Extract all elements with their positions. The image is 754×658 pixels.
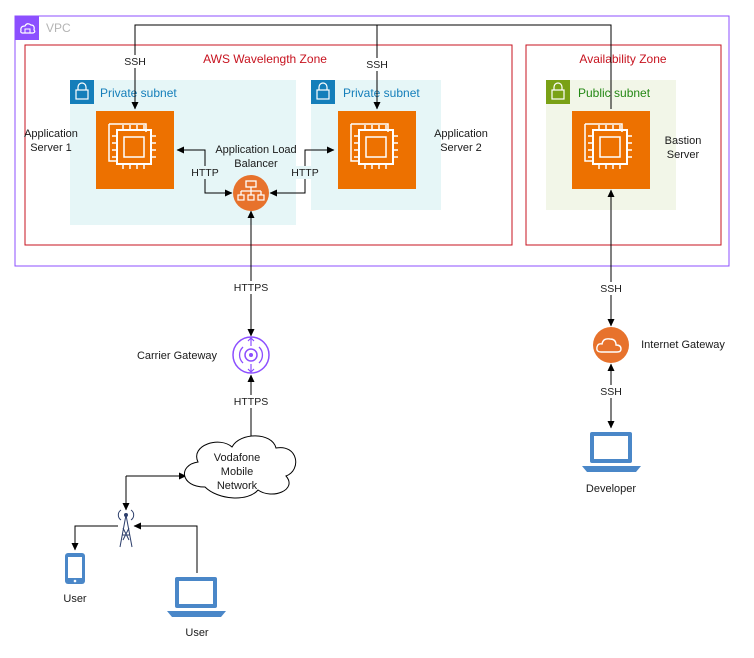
vpc-label: VPC <box>46 21 71 35</box>
load-balancer-icon[interactable] <box>233 175 269 211</box>
mobile-network-label: Network <box>217 480 258 492</box>
user-laptop-label: User <box>185 627 209 639</box>
http-label: HTTP <box>191 167 218 179</box>
internet-gateway-icon[interactable] <box>593 327 629 363</box>
app-server-2-label: Server 2 <box>440 142 482 154</box>
vpc-icon <box>15 16 39 40</box>
public-subnet-label: Public subnet <box>578 86 651 100</box>
internet-gateway-label: Internet Gateway <box>641 339 725 351</box>
mobile-network-label: Vodafone <box>214 452 261 464</box>
user-phone-label: User <box>63 593 87 605</box>
https-label: HTTPS <box>234 282 268 294</box>
alb-label: Application Load <box>215 144 296 156</box>
lock-icon <box>546 80 570 104</box>
private-subnet-1-label: Private subnet <box>100 86 177 100</box>
vpc-boundary <box>14 15 730 267</box>
app-server-1-label: Application <box>24 128 78 140</box>
ec2-instance-icon[interactable] <box>338 111 416 189</box>
cloud-icon[interactable] <box>183 435 297 499</box>
lock-icon <box>311 80 335 104</box>
wavelength-zone-label: AWS Wavelength Zone <box>203 52 327 66</box>
wavelength-zone-boundary <box>24 44 513 246</box>
ssh-label: SSH <box>124 56 146 68</box>
carrier-gateway-label: Carrier Gateway <box>137 350 218 362</box>
user-laptop-connector <box>133 522 198 573</box>
user-phone-connector <box>71 525 118 551</box>
ec2-instance-icon[interactable] <box>96 111 174 189</box>
app-server-1-label: Server 1 <box>30 142 72 154</box>
availability-zone-label: Availability Zone <box>579 52 666 66</box>
alb-label: Balancer <box>234 158 278 170</box>
developer-label: Developer <box>586 483 636 495</box>
private-subnet-2-label: Private subnet <box>343 86 420 100</box>
ssh-label: SSH <box>600 386 622 398</box>
laptop-icon[interactable] <box>582 432 641 472</box>
bastion-label: Server <box>667 149 700 161</box>
bastion-label: Bastion <box>665 135 702 147</box>
lock-icon <box>70 80 94 104</box>
mobile-network-label: Mobile <box>221 466 253 478</box>
carrier-gateway-icon[interactable] <box>232 336 270 374</box>
cell-tower-icon[interactable] <box>117 509 135 548</box>
availability-zone-boundary <box>525 44 722 246</box>
ssh-label: SSH <box>366 59 388 71</box>
https-label: HTTPS <box>234 396 268 408</box>
http-label: HTTP <box>291 167 318 179</box>
mobile-phone-icon[interactable] <box>65 553 85 584</box>
ec2-instance-icon[interactable] <box>572 111 650 189</box>
laptop-icon[interactable] <box>167 577 226 617</box>
ssh-label: SSH <box>600 283 622 295</box>
app-server-2-label: Application <box>434 128 488 140</box>
